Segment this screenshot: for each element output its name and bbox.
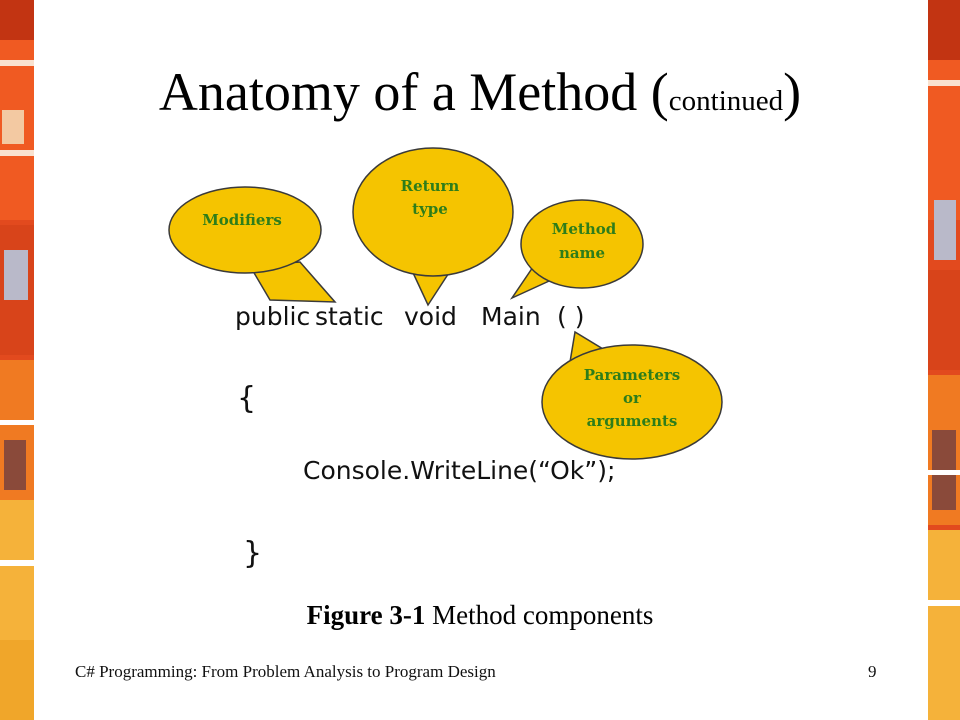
parameters-label-2: or: [623, 389, 642, 407]
code-main: Main: [481, 302, 541, 331]
code-public: public: [235, 302, 310, 331]
code-open-brace: {: [237, 381, 256, 416]
return-type-callout: Return type: [352, 147, 514, 307]
building-photo-left: [0, 0, 34, 720]
building-photo-right: [928, 0, 960, 720]
slide-title: Anatomy of a Method (continued): [0, 52, 960, 141]
parameters-label-1: Parameters: [584, 366, 680, 384]
parameters-callout: Parameters or arguments: [541, 330, 723, 460]
figure-caption: Figure 3-1 Method components: [0, 600, 960, 631]
code-close-brace: }: [243, 536, 262, 571]
right-decorative-strip: [928, 0, 960, 720]
title-close: ): [783, 62, 802, 122]
method-name-callout: Method name: [509, 199, 644, 300]
code-static: static: [315, 302, 384, 331]
left-decorative-strip: [0, 0, 34, 720]
code-statement: Console.WriteLine(“Ok”);: [303, 456, 615, 485]
code-parens: ( ): [557, 302, 584, 331]
method-name-label-2: name: [559, 244, 605, 262]
title-main: Anatomy of a Method (: [158, 62, 669, 122]
caption-text: Method components: [425, 600, 654, 630]
caption-figure-number: Figure 3-1: [306, 600, 426, 630]
title-small: continued: [668, 85, 784, 117]
modifiers-label: Modifiers: [202, 211, 282, 229]
return-type-label-2: type: [412, 200, 448, 218]
footer-page-number: 9: [868, 662, 877, 681]
return-type-label-1: Return: [401, 177, 460, 195]
parameters-label-3: arguments: [587, 412, 678, 430]
slide-canvas: [34, 0, 928, 720]
modifiers-callout: Modifiers: [168, 186, 337, 303]
method-name-label-1: Method: [552, 220, 617, 238]
code-listing: public static void Main ( ) { Console.Wr…: [235, 302, 615, 571]
code-void: void: [404, 302, 457, 331]
footer-course-title: C# Programming: From Problem Analysis to…: [75, 662, 496, 681]
